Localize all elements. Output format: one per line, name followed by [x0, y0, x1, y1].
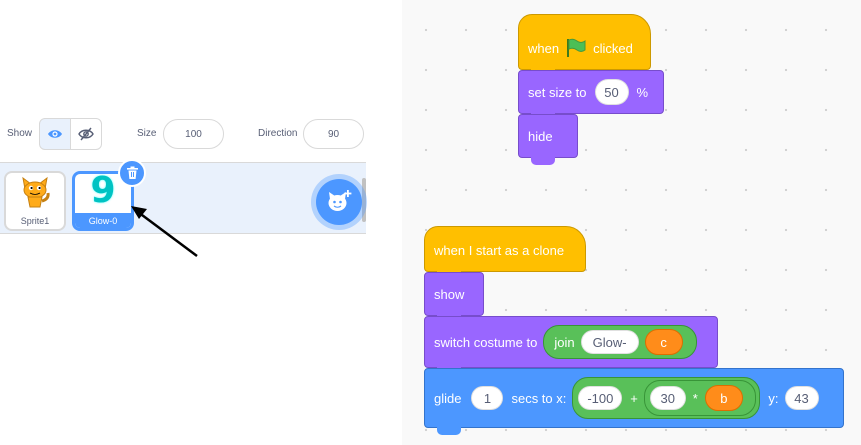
when-start-as-clone-block[interactable]: when I start as a clone: [424, 226, 586, 279]
glide-block[interactable]: glide 1 secs to x: -100 + 30 * b y: 43: [424, 368, 844, 435]
glow-costume-thumbnail: 9: [90, 171, 116, 211]
eye-slash-icon: [78, 127, 94, 141]
block-text: %: [636, 84, 649, 100]
choose-sprite-button[interactable]: [316, 179, 362, 225]
sprite-panel: Show Size 100 Direction 90: [0, 0, 370, 445]
block-text: clicked: [593, 40, 633, 56]
block-text: join: [554, 334, 575, 350]
switch-costume-block[interactable]: switch costume to join Glow- c: [424, 316, 718, 375]
y-value-input[interactable]: 43: [784, 386, 819, 410]
direction-label: Direction: [258, 128, 298, 139]
block-text: when: [528, 40, 560, 56]
block-text: show: [434, 286, 465, 302]
multiply-operator[interactable]: 30 * b: [643, 380, 757, 416]
join-operator[interactable]: join Glow- c: [543, 325, 698, 359]
trash-icon: [126, 166, 138, 179]
green-flag-icon: [567, 38, 586, 57]
add-operator[interactable]: -100 + 30 * b: [572, 377, 761, 419]
block-text: glide: [434, 390, 462, 406]
eye-icon: [48, 130, 62, 138]
multiply-left-input[interactable]: 30: [649, 386, 686, 410]
multiply-sign: *: [692, 390, 698, 406]
block-text: secs to x:: [511, 390, 567, 406]
variable-b-reporter[interactable]: b: [704, 385, 743, 411]
hide-block[interactable]: hide: [518, 114, 578, 165]
sprite-tile-glow-0[interactable]: 9 Glow-0: [72, 171, 134, 231]
set-size-block[interactable]: set size to 50 %: [518, 70, 664, 121]
sprite-list-scrollbar[interactable]: [362, 178, 366, 222]
show-visible-button[interactable]: [39, 118, 71, 150]
block-text: y:: [768, 390, 779, 406]
sprite-list: Sprite1 9 Glow-0: [0, 162, 366, 234]
cat-plus-icon: [328, 190, 352, 211]
block-text: switch costume to: [434, 334, 538, 350]
show-hidden-button[interactable]: [70, 118, 102, 150]
when-flag-clicked-block[interactable]: when clicked: [518, 14, 651, 77]
block-text: hide: [528, 128, 553, 144]
sprite-name: Sprite1: [20, 216, 50, 226]
cat-sprite-icon: [22, 176, 50, 208]
size-value-input[interactable]: 50: [594, 79, 629, 105]
variable-c-reporter[interactable]: c: [644, 329, 683, 355]
delete-sprite-button[interactable]: [118, 159, 146, 187]
size-label: Size: [137, 128, 157, 139]
size-input[interactable]: 100: [163, 119, 224, 149]
direction-input[interactable]: 90: [303, 119, 364, 149]
code-area[interactable]: when clicked set size to 50 % hide when …: [402, 0, 861, 445]
sprite-name: Glow-0: [75, 213, 131, 228]
join-text-input[interactable]: Glow-: [580, 330, 639, 354]
show-block[interactable]: show: [424, 272, 484, 323]
show-label: Show: [7, 128, 33, 139]
x-base-input[interactable]: -100: [578, 386, 623, 410]
block-text: set size to: [528, 84, 587, 100]
glide-secs-input[interactable]: 1: [471, 386, 504, 410]
plus-sign: +: [630, 390, 638, 406]
block-text: when I start as a clone: [434, 242, 565, 258]
sprite-tile-sprite1[interactable]: Sprite1: [4, 171, 66, 231]
